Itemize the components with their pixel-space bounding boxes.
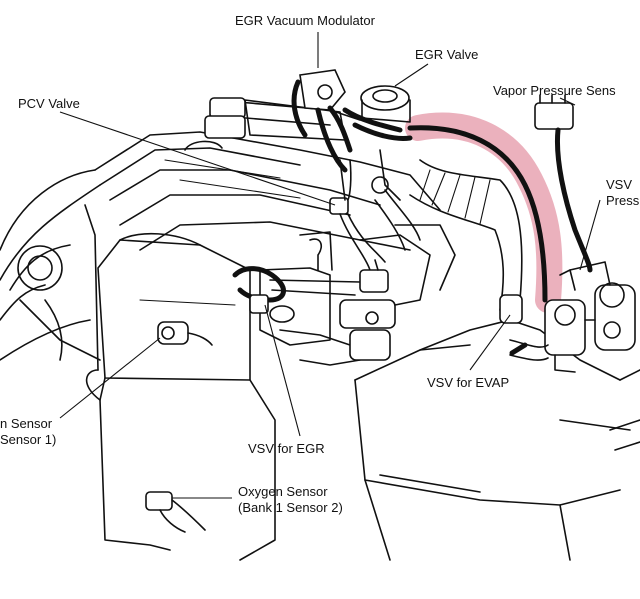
egr-valve (342, 85, 413, 201)
leader-vsv-pressure (579, 199, 601, 271)
air-intake-hose (409, 159, 523, 311)
intake-manifold (259, 224, 456, 366)
vapor-pressure-sensor (534, 94, 593, 273)
air-cleaner-box (354, 319, 640, 561)
evap-components (499, 261, 636, 373)
oxygen-sensor-bank1-sensor1 (157, 321, 213, 346)
evap-hose (407, 125, 548, 303)
egr-vacuum-modulator (291, 69, 353, 173)
label-egr-valve: EGR Valve (415, 47, 479, 62)
leader-vsv-evap (469, 314, 511, 371)
engine-block-left (0, 169, 101, 371)
label-vsv-for-evap: VSV for EVAP (427, 375, 510, 390)
evap-hose-highlight (405, 112, 563, 313)
label-pcv-valve: PCV Valve (18, 96, 80, 111)
vsv-for-egr (232, 259, 389, 323)
leader-oxygen-sensor-1 (59, 337, 161, 419)
label-oxygen-sensor-1-line2: Sensor 1) (0, 432, 57, 447)
leader-vsv-egr (264, 304, 301, 437)
pcv-valve (329, 159, 421, 271)
leader-egr-valve (394, 63, 429, 87)
label-vsv-for-egr: VSV for EGR (248, 441, 325, 456)
label-egr-vacuum-modulator: EGR Vacuum Modulator (235, 13, 375, 28)
label-vsv-pressure-line2: Press (606, 193, 640, 208)
label-vapor-pressure-sensor: Vapor Pressure Sens (493, 83, 616, 98)
label-vsv-pressure-line1: VSV (606, 177, 633, 192)
oxygen-sensor-bank1-sensor2 (145, 491, 206, 533)
leader-pcv-valve (59, 111, 336, 206)
label-oxygen-sensor-2-line1: Oxygen Sensor (238, 484, 328, 499)
label-oxygen-sensor-2-line2: (Bank 1 Sensor 2) (238, 500, 343, 515)
label-oxygen-sensor-1-line1: n Sensor (0, 416, 53, 431)
